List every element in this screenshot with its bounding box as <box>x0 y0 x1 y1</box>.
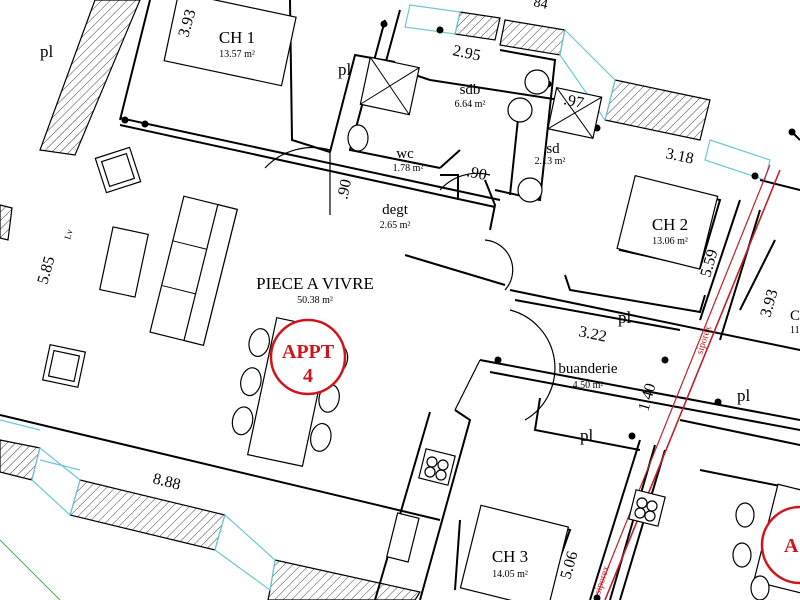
room-name-sdb: sdb <box>460 82 481 98</box>
bed-ch2 <box>616 174 719 270</box>
cooktop-right <box>628 489 666 527</box>
siporex-partition <box>594 164 781 600</box>
room-name-ch2: CH 2 <box>652 215 688 234</box>
room-name-sd: sd <box>546 141 560 157</box>
room-name-partial: C <box>790 308 800 324</box>
room-labels: PIECE A VIVRE 50.38 m² CH 1 13.57 m² CH … <box>219 28 800 580</box>
bed-ch3 <box>459 504 570 600</box>
window-top-1 <box>404 4 461 35</box>
room-area-ch2: 13.06 m² <box>652 236 688 247</box>
room-area-wc: 1.78 m² <box>393 163 424 174</box>
room-area-ch1: 13.57 m² <box>219 49 255 60</box>
room-name-ch1: CH 1 <box>219 28 255 47</box>
sofa <box>149 195 238 347</box>
shower-sd <box>547 86 603 140</box>
armchair-top <box>94 146 142 194</box>
top-facade-wall-mid <box>499 19 566 56</box>
siporex-labels: siporex siporex Lv <box>62 228 714 596</box>
window-bottom-1 <box>31 446 81 517</box>
dim-5-85: 5.85 <box>35 255 59 287</box>
sink-sd <box>517 177 543 203</box>
dim-97: .97 <box>562 91 585 112</box>
room-name-piece-a-vivre: PIECE A VIVRE <box>256 274 374 293</box>
dim-3-93-right: 3.93 <box>758 288 782 320</box>
room-area-degt: 2.65 m² <box>380 220 411 231</box>
dim-90-a: .90 <box>334 178 355 201</box>
top-facade-wall-right <box>604 79 711 141</box>
sink-kitchen <box>386 512 420 563</box>
dim-90-b: .90 <box>465 163 488 184</box>
placard-label: pl <box>40 42 54 61</box>
furniture <box>41 0 800 600</box>
stamp-line2: 4 <box>303 365 313 387</box>
placard-labels: pl pl pl pl pl <box>40 42 751 445</box>
sink-1 <box>524 69 550 95</box>
west-diagonal-wall <box>39 0 141 156</box>
room-name-buanderie: buanderie <box>558 361 617 377</box>
top-facade-wall-left <box>454 11 501 41</box>
bed-ch1 <box>163 0 297 87</box>
room-name-degt: degt <box>382 202 409 218</box>
stamp-partial: A <box>784 535 799 557</box>
bottom-facade-wall-right <box>267 559 421 600</box>
dim-2-95: 2.95 <box>451 42 482 64</box>
dim-1-40: 1.40 <box>636 382 660 414</box>
sink-2 <box>507 97 533 123</box>
doors <box>264 69 556 421</box>
room-area-sd: 2.13 m² <box>535 156 566 167</box>
site-boundary-line <box>0 539 61 600</box>
coffee-table <box>99 226 149 298</box>
left-small-wall <box>0 204 13 241</box>
cooktop-kitchen <box>418 448 456 486</box>
room-name-ch3: CH 3 <box>492 547 528 566</box>
lv-label: Lv <box>62 228 75 241</box>
room-area-partial: 11 <box>790 325 800 336</box>
armchair-bottom <box>41 343 87 389</box>
dim-84: 84 <box>532 0 549 13</box>
room-area-ch3: 14.05 m² <box>492 569 528 580</box>
stamp-line1: APPT <box>282 341 335 363</box>
window-bottom-2 <box>214 513 276 592</box>
structure-points <box>121 20 796 600</box>
dim-3-22: 3.22 <box>577 323 608 345</box>
placard-label: pl <box>737 386 751 405</box>
placard-label: pl <box>580 426 594 445</box>
toilet <box>347 124 369 152</box>
dim-3-18: 3.18 <box>664 145 695 167</box>
placard-label: pl <box>618 308 632 327</box>
window-right <box>704 139 771 181</box>
placard-label: pl <box>338 60 352 79</box>
dim-8-88: 8.88 <box>151 470 182 493</box>
room-area-buanderie: 4.50 m² <box>573 380 604 391</box>
room-area-sdb: 6.64 m² <box>455 99 486 110</box>
room-area-piece-a-vivre: 50.38 m² <box>297 295 333 306</box>
shower-sdb <box>359 56 420 116</box>
bottom-facade-wall-mid <box>69 479 226 551</box>
room-name-wc: wc <box>396 146 414 162</box>
appartment-stamp: APPT 4 A <box>269 318 800 585</box>
